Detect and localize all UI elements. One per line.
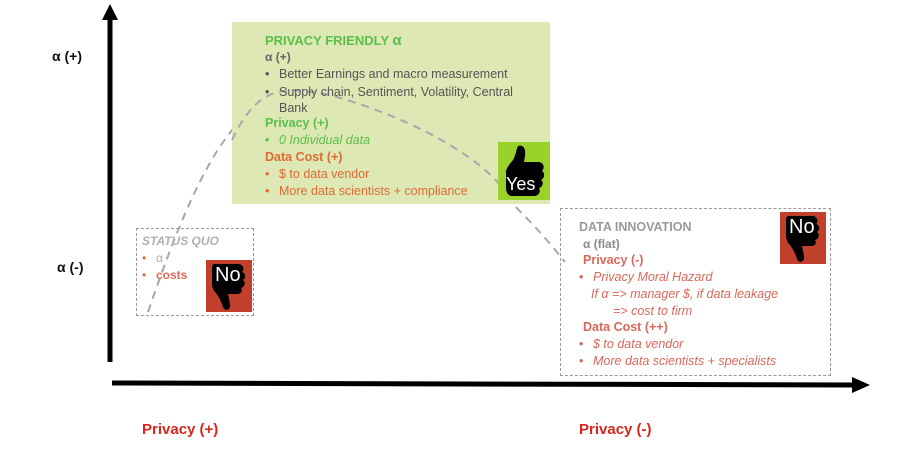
pf-alpha-item: •Supply chain, Sentiment, Volatility, Ce…	[265, 85, 513, 99]
pf-alpha-item: •Better Earnings and macro measurement	[265, 67, 508, 81]
status-quo-badge-text: No	[215, 264, 241, 286]
di-privacy-item-cont: => cost to firm	[613, 304, 693, 318]
pf-privacy-item: •0 Individual data	[265, 133, 371, 147]
status-quo-title: STATUS QUO	[142, 234, 219, 248]
pf-alpha-item-cont: Bank	[279, 101, 308, 115]
y-axis-top-label: α (+)	[52, 48, 82, 64]
thumbs-up-icon	[506, 145, 545, 196]
status-quo-box	[136, 228, 254, 316]
pf-cost-heading: Data Cost (+)	[265, 150, 343, 164]
di-privacy-item: If α => manager $, if data leakage	[591, 287, 779, 301]
pf-alpha-list: •Better Earnings and macro measurement •…	[265, 66, 550, 116]
yes-badge-text: Yes	[506, 174, 536, 194]
x-axis-left-label: Privacy (+)	[142, 421, 219, 438]
data-innovation-badge-text: No	[789, 216, 815, 238]
pf-privacy-heading: Privacy (+)	[265, 116, 329, 130]
x-axis-arrow	[852, 377, 870, 393]
di-alpha-heading: α (flat)	[583, 237, 620, 251]
di-cost-item: •More data scientists + specialists	[579, 354, 777, 368]
pf-alpha-heading: α (+)	[265, 50, 291, 64]
sq-alpha-item: •α	[142, 251, 163, 265]
di-cost-item: •$ to data vendor	[579, 337, 684, 351]
thumbs-down-icon	[212, 264, 246, 310]
pf-cost-item: •$ to data vendor	[265, 167, 370, 181]
di-cost-heading: Data Cost (++)	[583, 320, 668, 334]
data-innovation-box	[560, 208, 831, 376]
di-privacy-item: •Privacy Moral Hazard	[579, 270, 713, 284]
x-axis-right-label: Privacy (-)	[579, 421, 652, 438]
privacy-friendly-alpha-symbol: α	[392, 32, 402, 49]
pf-cost-item: •More data scientists + compliance	[265, 184, 468, 198]
y-axis-bottom-label: α (-)	[57, 259, 84, 275]
privacy-friendly-title-text: PRIVACY FRIENDLY	[265, 33, 389, 48]
y-axis-arrow	[102, 4, 118, 20]
sq-cost-item: •costs	[142, 268, 188, 282]
x-axis	[111, 380, 856, 388]
data-innovation-title: DATA INNOVATION	[579, 220, 692, 234]
di-privacy-heading: Privacy (-)	[583, 253, 644, 267]
yes-badge: Yes	[498, 142, 550, 200]
privacy-friendly-title: PRIVACY FRIENDLY α	[265, 32, 402, 49]
data-innovation-no-badge: No	[780, 212, 826, 264]
status-quo-no-badge: No	[206, 260, 252, 312]
thumbs-down-icon	[786, 216, 820, 262]
